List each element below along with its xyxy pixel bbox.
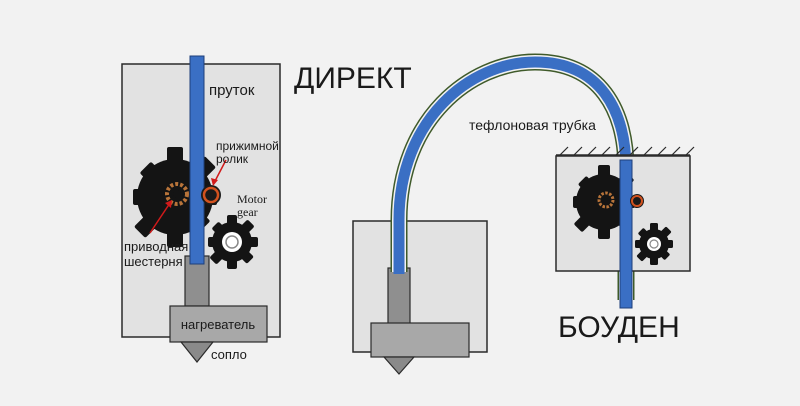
bowden-title: БОУДЕН bbox=[558, 311, 680, 344]
direct-idler-roller bbox=[201, 185, 221, 205]
nozzle-label: сопло bbox=[211, 347, 247, 362]
idler-arrow-head bbox=[211, 178, 218, 186]
direct-filament bbox=[189, 55, 205, 265]
filament-label: пруток bbox=[209, 82, 255, 99]
bowden-filament bbox=[393, 56, 632, 305]
direct-heater-block bbox=[169, 305, 268, 343]
bowden-filament-lower bbox=[619, 159, 633, 309]
motor-gear-label-line1: Motor bbox=[237, 192, 267, 206]
bowden-barrel bbox=[387, 267, 411, 325]
drive-gear-label-line2: шестерня bbox=[124, 254, 183, 269]
bowden-extruder: тефлоновая трубка БОУДЕН bbox=[352, 53, 695, 375]
drive-gear-arrow-head bbox=[165, 200, 172, 208]
direct-motor-gear bbox=[208, 215, 258, 269]
bowden-motor-gear bbox=[635, 223, 673, 265]
bowden-heater-block bbox=[370, 322, 470, 358]
direct-extruder: ДИРЕКТ пруток прижимной ролик Motor gear… bbox=[121, 55, 412, 363]
idler-label-line1: прижимной bbox=[216, 139, 279, 153]
drive-gear-core bbox=[165, 182, 189, 206]
bowden-idler-roller bbox=[630, 194, 644, 208]
ptfe-tube-label: тефлоновая трубка bbox=[469, 117, 596, 133]
bowden-nozzle bbox=[382, 356, 416, 375]
heater-label: нагреватель bbox=[181, 317, 256, 332]
drive-gear-label-line1: приводная bbox=[124, 239, 188, 254]
drive-gear-arrow bbox=[149, 202, 171, 234]
motor-gear-label-line2: gear bbox=[237, 205, 258, 219]
idler-label-line2: ролик bbox=[216, 152, 249, 166]
bowden-extruder-mount bbox=[556, 146, 695, 156]
idler-arrow bbox=[213, 159, 227, 184]
direct-title: ДИРЕКТ bbox=[294, 62, 412, 95]
direct-nozzle bbox=[179, 341, 215, 363]
